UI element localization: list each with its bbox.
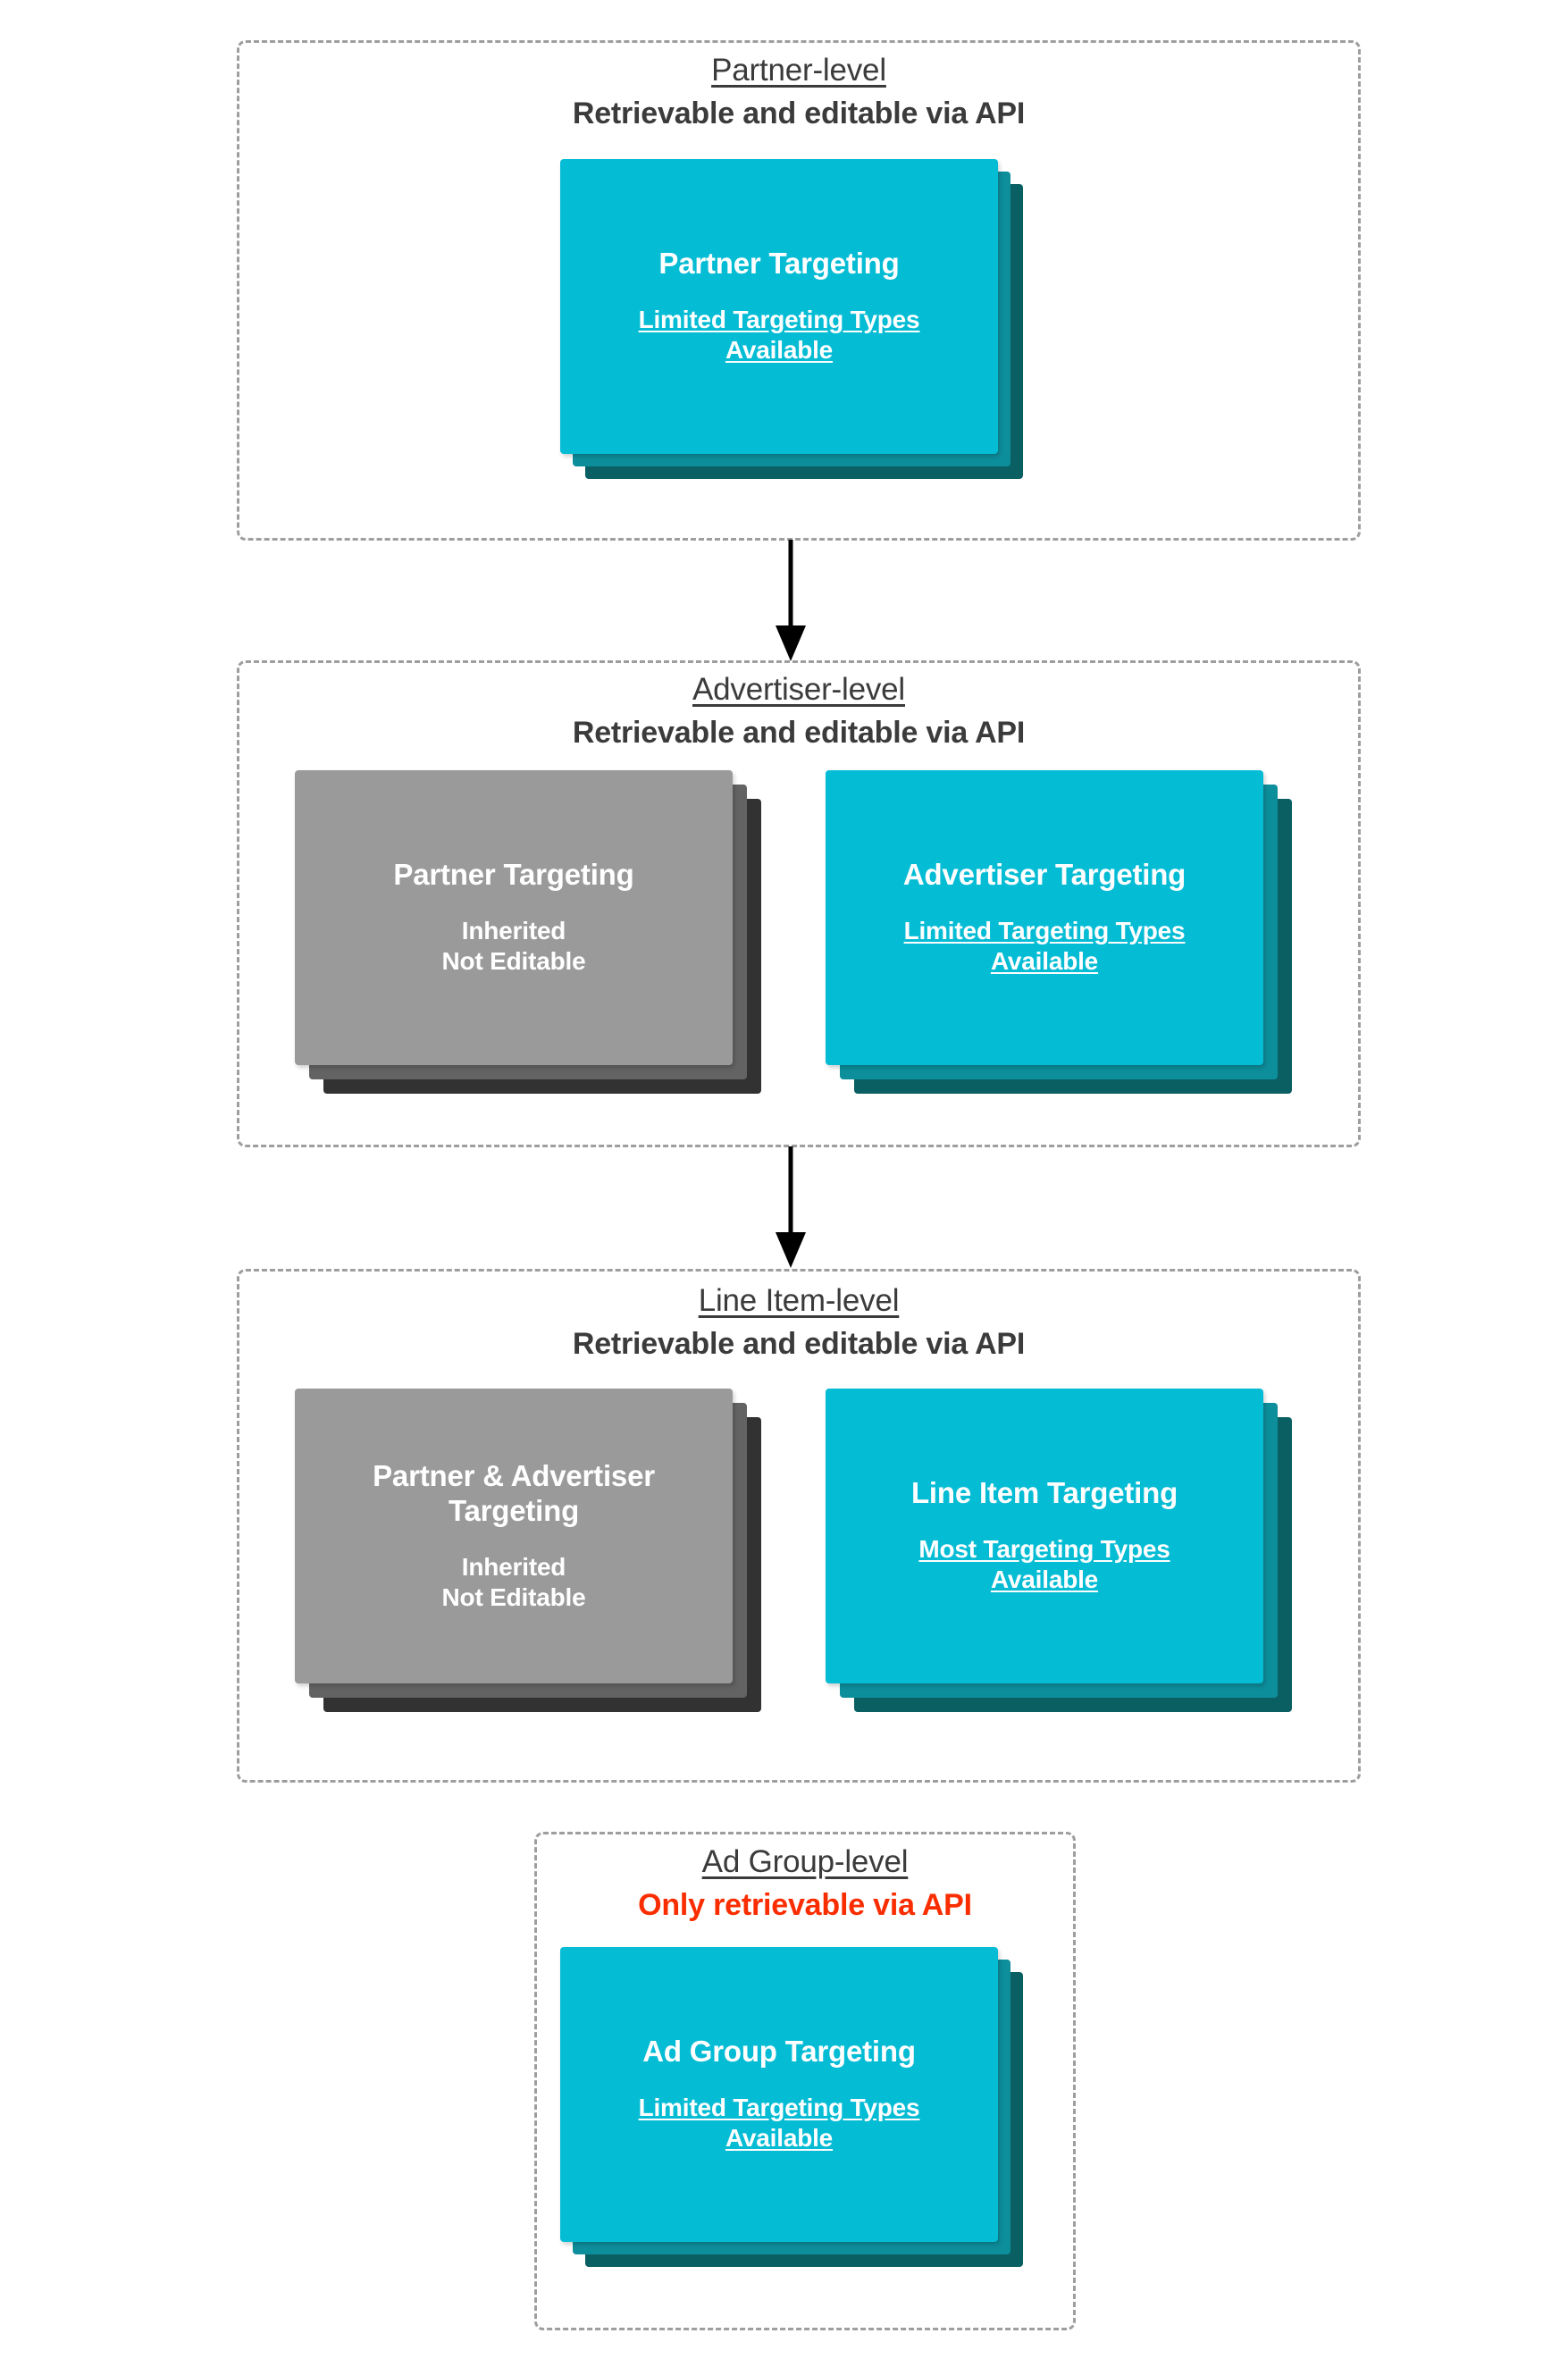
card-subtitle-line-2: Not Editable <box>441 1582 586 1611</box>
card-subtitle-advertiser-targeting: Limited Targeting Types Available <box>849 916 1240 977</box>
card-subtitle-line-1: Inherited <box>461 1552 566 1581</box>
card-ad-group-targeting[interactable]: Ad Group Targeting Limited Targeting Typ… <box>560 1947 998 2242</box>
card-subtitle-ad-group-targeting: Limited Targeting Types Available <box>583 2093 975 2153</box>
card-subtitle-line-1: Most Targeting Types <box>918 1535 1170 1564</box>
card-subtitle-line-item-targeting: Most Targeting Types Available <box>849 1534 1240 1595</box>
card-subtitle-line-1: Limited Targeting Types <box>638 2094 920 2122</box>
card-subtitle-partner-targeting-inherited: Inherited Not Editable <box>318 916 709 977</box>
card-stack-partner-targeting: Partner Targeting Limited Targeting Type… <box>560 159 1034 494</box>
card-line-item-targeting[interactable]: Line Item Targeting Most Targeting Types… <box>826 1389 1263 1683</box>
card-title-line-item-targeting: Line Item Targeting <box>910 1476 1178 1510</box>
level-box-partner <box>237 40 1361 541</box>
card-subtitle-line-1: Limited Targeting Types <box>638 306 920 334</box>
card-subtitle-line-2: Available <box>990 947 1099 976</box>
card-stack-advertiser-targeting: Advertiser Targeting Limited Targeting T… <box>826 770 1299 1119</box>
card-subtitle-line-2: Not Editable <box>441 947 586 976</box>
arrow-advertiser-to-line-item <box>776 1146 806 1268</box>
card-subtitle-partner-targeting: Limited Targeting Types Available <box>583 305 975 365</box>
card-advertiser-targeting[interactable]: Advertiser Targeting Limited Targeting T… <box>826 770 1263 1065</box>
card-subtitle-line-2: Available <box>990 1565 1099 1594</box>
card-title-partner-targeting-inherited: Partner Targeting <box>393 858 634 892</box>
card-title-advertiser-targeting: Advertiser Targeting <box>902 858 1186 892</box>
card-partner-targeting[interactable]: Partner Targeting Limited Targeting Type… <box>560 159 998 454</box>
card-subtitle-line-2: Available <box>725 336 834 365</box>
card-title-line-2: Targeting <box>448 1493 580 1527</box>
card-title-ad-group-targeting: Ad Group Targeting <box>642 2035 916 2069</box>
card-subtitle-line-1: Limited Targeting Types <box>903 917 1186 945</box>
card-subtitle-partner-advertiser-targeting-inherited: Inherited Not Editable <box>318 1552 709 1613</box>
level-box-advertiser <box>237 660 1361 1147</box>
card-stack-partner-advertiser-targeting-inherited: Partner & Advertiser Targeting Inherited… <box>295 1389 768 1746</box>
card-subtitle-line-2: Available <box>725 2124 834 2153</box>
card-stack-partner-targeting-inherited: Partner Targeting Inherited Not Editable <box>295 770 768 1119</box>
card-subtitle-line-1: Inherited <box>461 917 566 945</box>
level-box-ad-group <box>534 1832 1076 2330</box>
card-title-partner-targeting: Partner Targeting <box>658 247 900 281</box>
card-stack-ad-group-targeting: Ad Group Targeting Limited Targeting Typ… <box>560 1947 1034 2296</box>
card-stack-line-item-targeting: Line Item Targeting Most Targeting Types… <box>826 1389 1299 1746</box>
level-box-line-item <box>237 1269 1361 1783</box>
card-title-partner-advertiser-targeting-inherited: Partner & Advertiser Targeting <box>318 1459 709 1529</box>
arrow-partner-to-advertiser <box>776 540 806 661</box>
card-partner-advertiser-targeting-inherited[interactable]: Partner & Advertiser Targeting Inherited… <box>295 1389 733 1683</box>
card-title-line-1: Partner & Advertiser <box>373 1458 655 1492</box>
card-partner-targeting-inherited[interactable]: Partner Targeting Inherited Not Editable <box>295 770 733 1065</box>
